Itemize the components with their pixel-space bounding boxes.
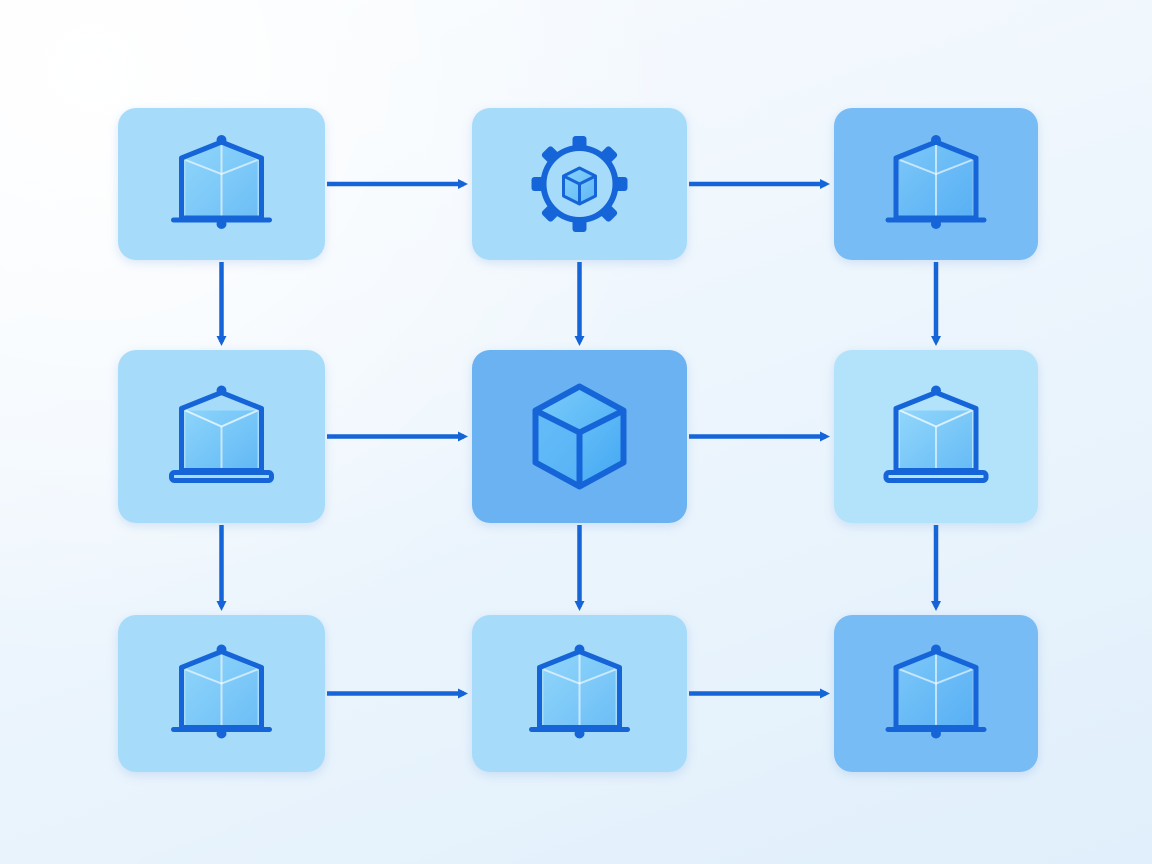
node-r1c3	[834, 108, 1038, 260]
cube-icon	[532, 383, 627, 490]
node-r1c2	[472, 108, 687, 260]
cube-frame-icon	[171, 644, 272, 739]
edges-layer	[216, 179, 941, 699]
node-r2c1	[118, 350, 325, 523]
laptop-cube-icon	[169, 385, 274, 483]
laptop-cube-icon	[883, 385, 989, 483]
node-r3c2	[472, 615, 687, 772]
gear-cube-icon	[531, 136, 628, 232]
node-r3c1	[118, 615, 325, 772]
cube-frame-icon	[529, 644, 630, 739]
node-r3c3	[834, 615, 1038, 772]
node-r2c2	[472, 350, 687, 523]
cube-frame-icon	[885, 644, 987, 739]
cube-frame-icon	[171, 135, 272, 229]
node-r2c3	[834, 350, 1038, 523]
nodes-layer	[118, 108, 1038, 772]
node-r1c1	[118, 108, 325, 260]
cube-frame-icon	[885, 135, 987, 229]
